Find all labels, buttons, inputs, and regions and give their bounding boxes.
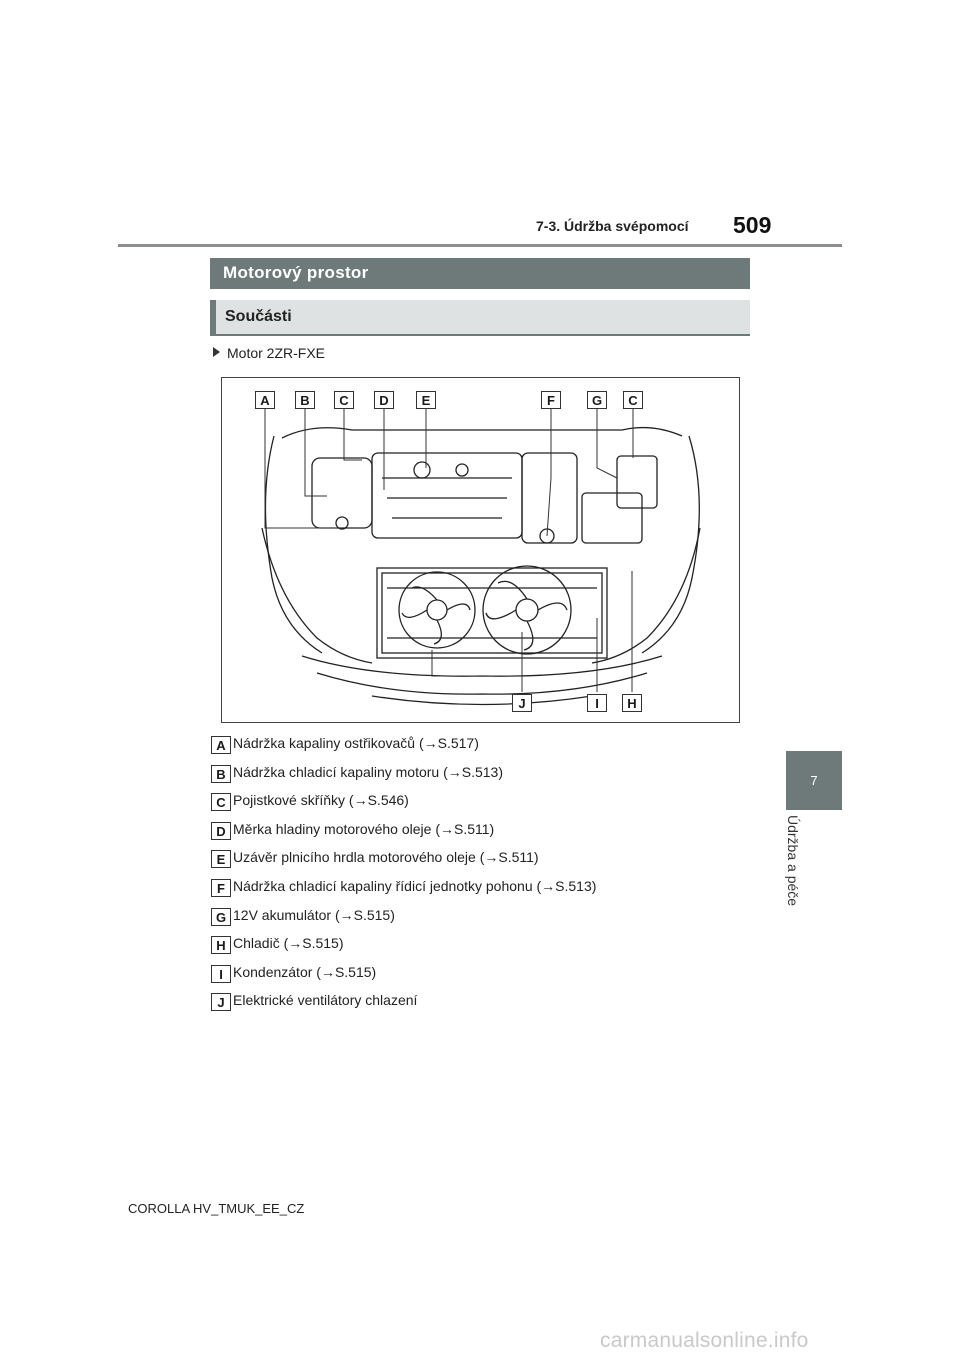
chapter-title: Údržba a péče: [785, 815, 805, 925]
footer-document-code: COROLLA HV_TMUK_EE_CZ: [128, 1201, 305, 1216]
diagram-label-a: A: [255, 391, 275, 409]
subsection-title-bar: Součásti: [210, 300, 750, 336]
diagram-label-b: B: [295, 391, 315, 409]
chapter-number: 7: [810, 773, 818, 788]
diagram-label-f: F: [541, 391, 561, 409]
diagram-label-c: C: [334, 391, 354, 409]
legend-text: Měrka hladiny motorového oleje (→S.511): [233, 820, 495, 837]
legend-letter: F: [211, 878, 231, 897]
diagram-label-g: G: [587, 391, 607, 409]
diagram-label-c2: C: [623, 391, 643, 409]
legend-letter: H: [211, 936, 231, 955]
diagram-label-j: J: [512, 694, 532, 712]
legend-letter: E: [211, 850, 231, 869]
diagram-label-d: D: [374, 391, 394, 409]
diagram-label-i: I: [587, 694, 607, 712]
subsection-title: Součásti: [225, 308, 292, 325]
engine-label-text: Motor 2ZR-FXE: [227, 345, 326, 361]
section-header: 7-3. Údržba svépomocí: [536, 218, 689, 234]
section-title: Motorový prostor: [223, 263, 369, 282]
engine-bay-diagram: A B C D E F G C J I H: [221, 377, 740, 723]
chapter-title-text: Údržba a péče: [785, 815, 801, 907]
legend-text: Elektrické ventilátory chlazení: [233, 992, 418, 1009]
engine-bay-illustration: [261, 408, 701, 706]
legend-text: Nádržka chladicí kapaliny řídicí jednotk…: [233, 877, 597, 894]
legend-letter: C: [211, 793, 231, 812]
triangle-bullet-icon: [213, 347, 220, 357]
section-title-bar: Motorový prostor: [210, 258, 750, 289]
legend-text: Nádržka kapaliny ostřikovačů (→S.517): [233, 735, 479, 751]
legend-text: Uzávěr plnicího hrdla motorového oleje (…: [233, 849, 539, 866]
legend-letter: J: [211, 993, 231, 1012]
legend-letter: B: [211, 764, 231, 783]
legend-text: Nádržka chladicí kapaliny motoru (→S.513…: [233, 763, 504, 780]
watermark: carmanualsonline.info: [600, 1329, 809, 1352]
page-number: 509: [733, 212, 772, 238]
legend-text: Pojistkové skříňky (→S.546): [233, 792, 409, 809]
header-rule: [118, 244, 842, 247]
subsection-accent: [210, 300, 216, 334]
legend-letter: D: [211, 821, 231, 840]
legend-text: Chladič (→S.515): [233, 935, 344, 952]
diagram-label-e: E: [416, 391, 436, 409]
legend-text: 12V akumulátor (→S.515): [233, 906, 395, 923]
legend-letter: A: [211, 736, 231, 754]
chapter-tab: [786, 751, 842, 810]
diagram-label-h: H: [622, 694, 642, 712]
legend-text: Kondenzátor (→S.515): [233, 963, 377, 980]
legend-letter: I: [211, 964, 231, 983]
legend-letter: G: [211, 907, 231, 926]
engine-label: Motor 2ZR-FXE: [213, 345, 325, 361]
